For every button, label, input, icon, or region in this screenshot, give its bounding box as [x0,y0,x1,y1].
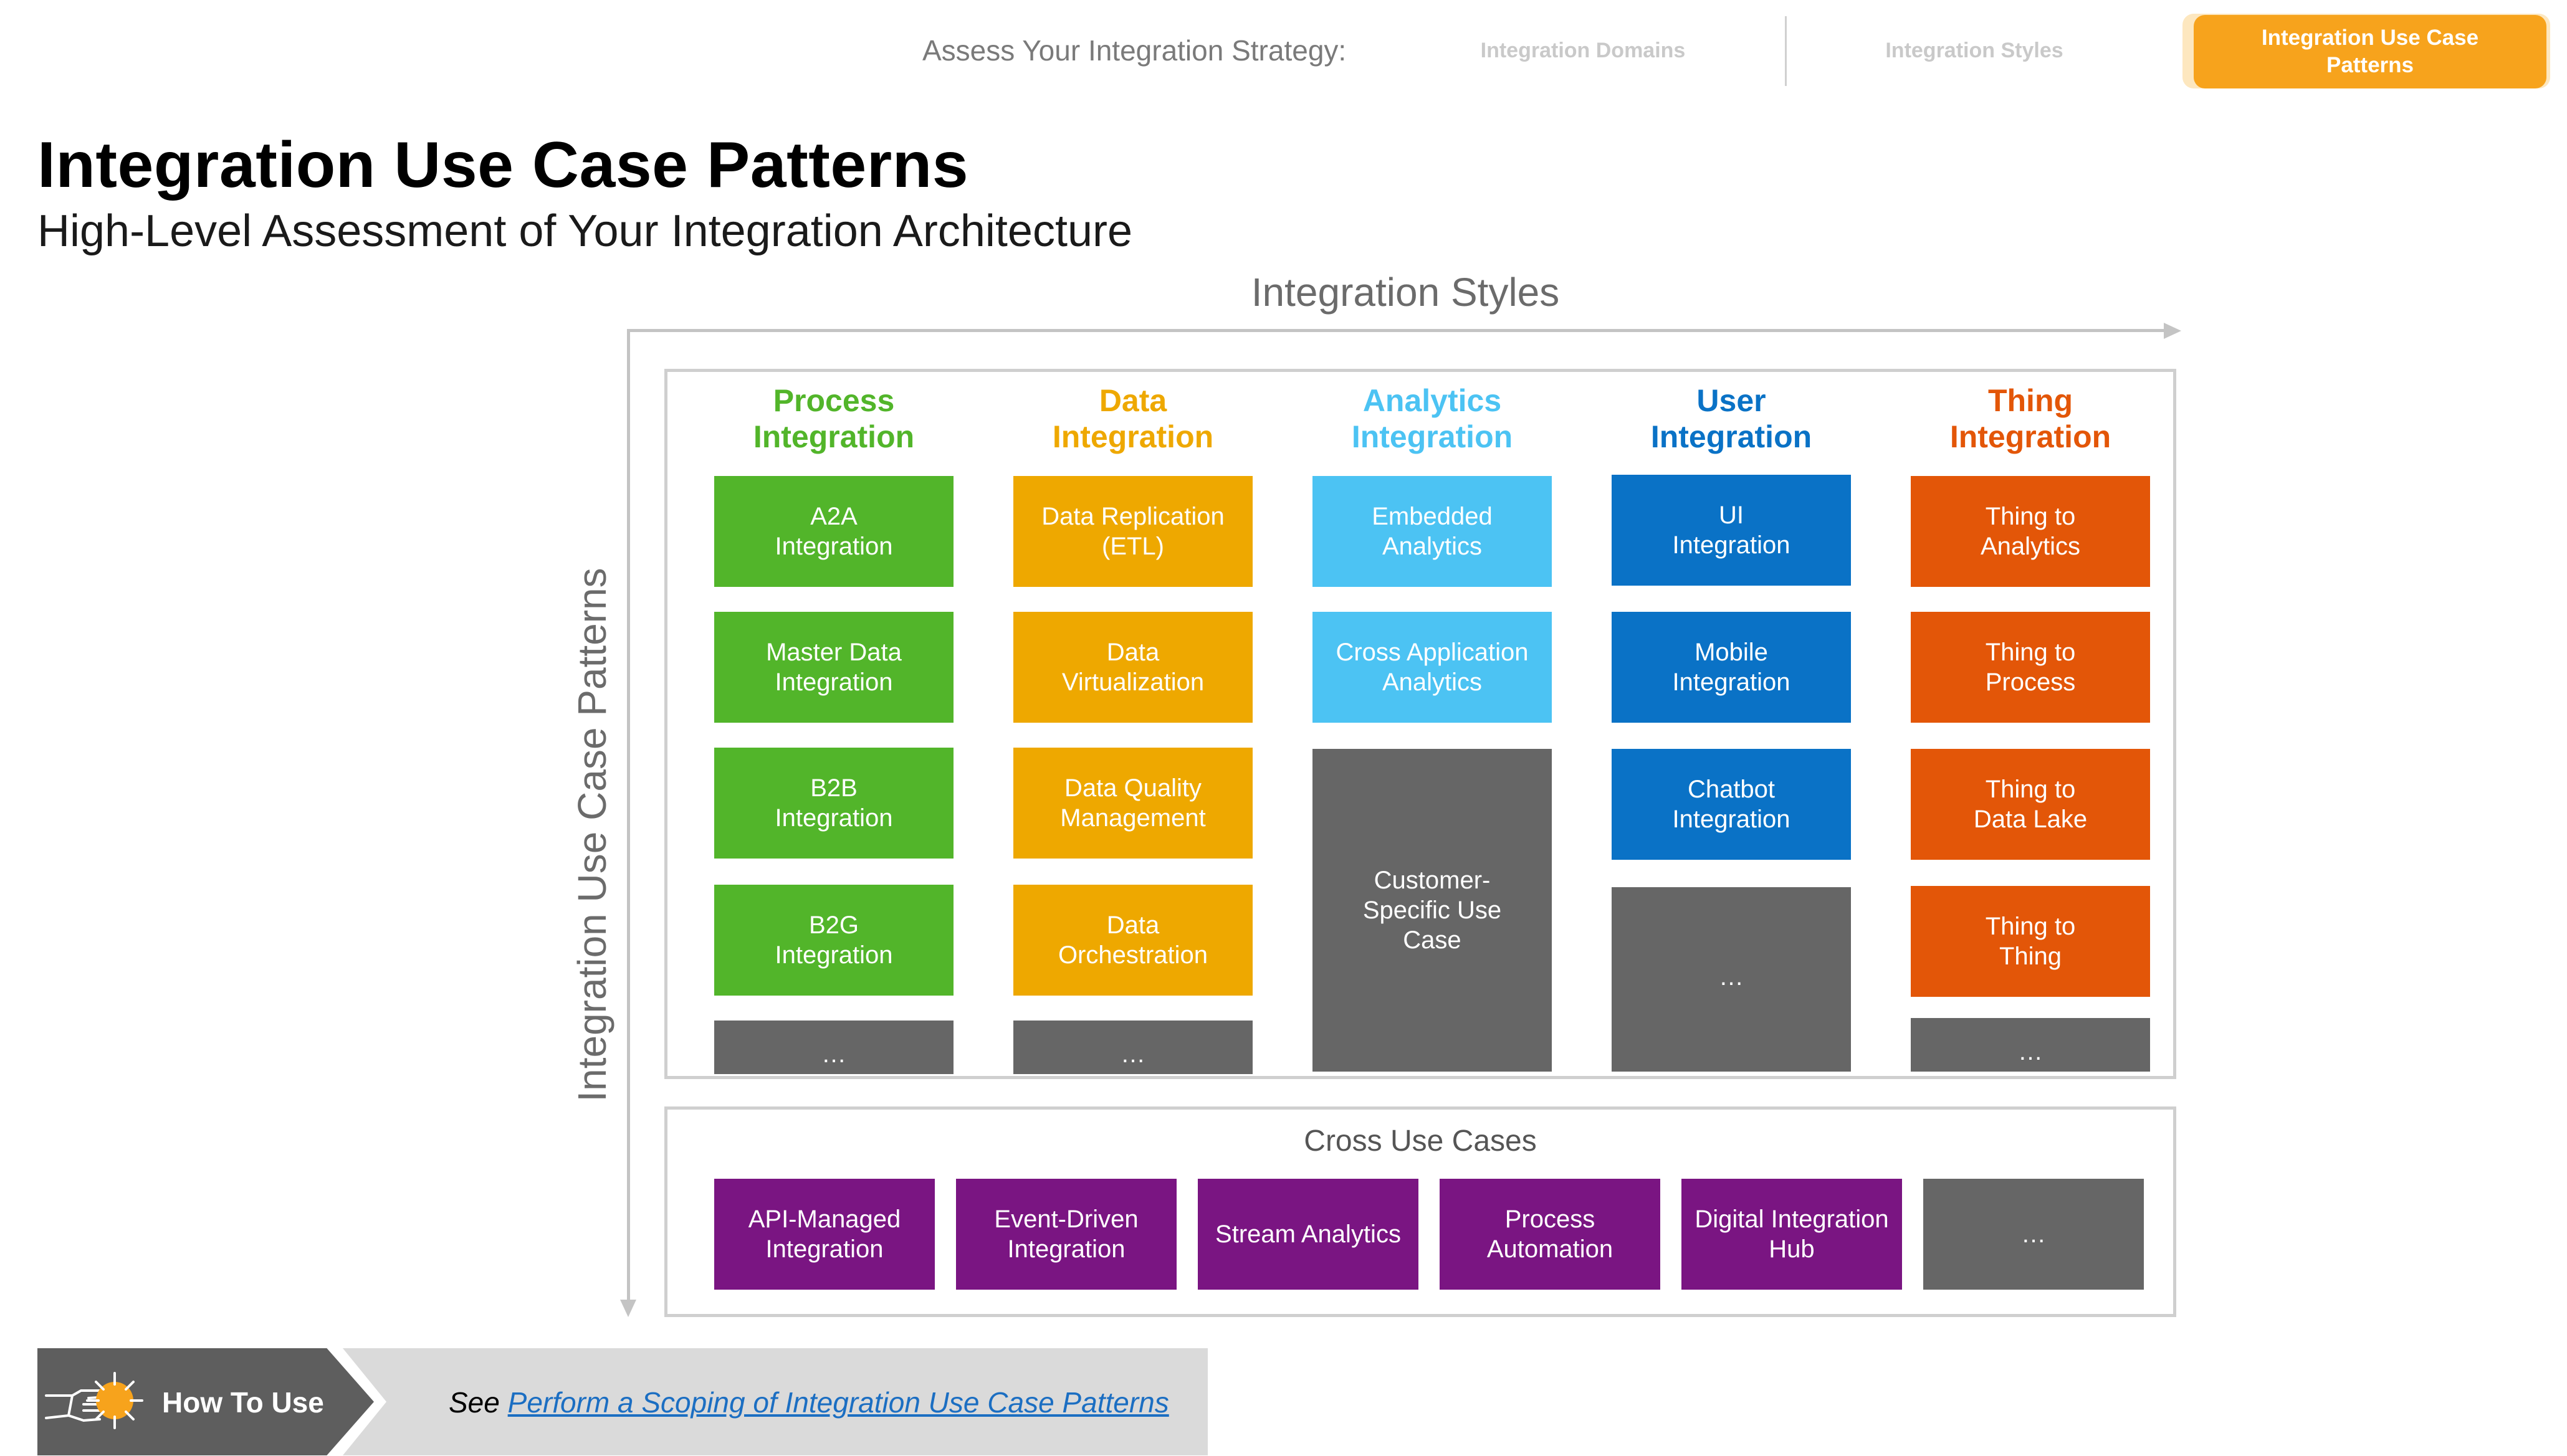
column-header-line2: Integration [1351,419,1513,454]
x-axis-line [627,329,2166,332]
page-title: Integration Use Case Patterns [37,129,969,201]
x-axis-label: Integration Styles [1251,270,1560,315]
column-header-line1: Data [1099,383,1167,418]
scoping-link[interactable]: Perform a Scoping of Integration Use Cas… [507,1386,1169,1419]
y-axis-label: Integration Use Case Patterns [570,568,614,1102]
how-to-use-label: How To Use [162,1386,324,1419]
pattern-tile-thing-more[interactable]: … [1911,1018,2150,1072]
tab-integration-domains[interactable]: Integration Domains [1480,39,1686,62]
pattern-tile-user-more[interactable]: … [1612,887,1851,1072]
page-subtitle: High-Level Assessment of Your Integratio… [37,206,1133,256]
integration-styles-matrix [664,369,2176,1079]
y-axis-arrow-icon [620,1300,636,1317]
x-axis-arrow-icon [2164,323,2181,339]
column-header-line1: Analytics [1362,383,1502,418]
active-tab-label: Integration Use Case Patterns [2261,26,2479,77]
pattern-tile-data-replication-etl[interactable]: Data Replication(ETL) [1013,476,1253,587]
cross-use-cases-title: Cross Use Cases [1304,1125,1537,1158]
tab-integration-styles[interactable]: Integration Styles [1885,39,2063,62]
column-header-line1: Thing [1987,383,2073,418]
cross-use-cases-panel [664,1106,2176,1317]
column-header-line1: User [1696,383,1766,418]
nav-divider [1785,16,1787,86]
column-header-line2: Integration [1052,419,1214,454]
how-to-use-text: See Perform a Scoping of Integration Use… [449,1386,1169,1419]
column-header-line1: Process [773,383,895,418]
pattern-tile-process-more[interactable]: … [714,1021,954,1074]
column-header-line2: Integration [1650,419,1812,454]
cross-use-case-stream-analytics[interactable]: Stream Analytics [1198,1179,1418,1290]
pattern-tile-data-more[interactable]: … [1013,1021,1253,1074]
y-axis-line [627,329,630,1301]
column-header-line2: Integration [1949,419,2111,454]
cross-use-case-more[interactable]: … [1923,1179,2144,1290]
how-to-use-prefix: See [449,1386,508,1419]
strategy-prompt: Assess Your Integration Strategy: [922,34,1347,67]
column-header-line2: Integration [753,419,915,454]
tab-integration-use-case-patterns[interactable]: Integration Use Case Patterns [2194,15,2546,88]
pointing-hand-icon [45,1372,143,1429]
